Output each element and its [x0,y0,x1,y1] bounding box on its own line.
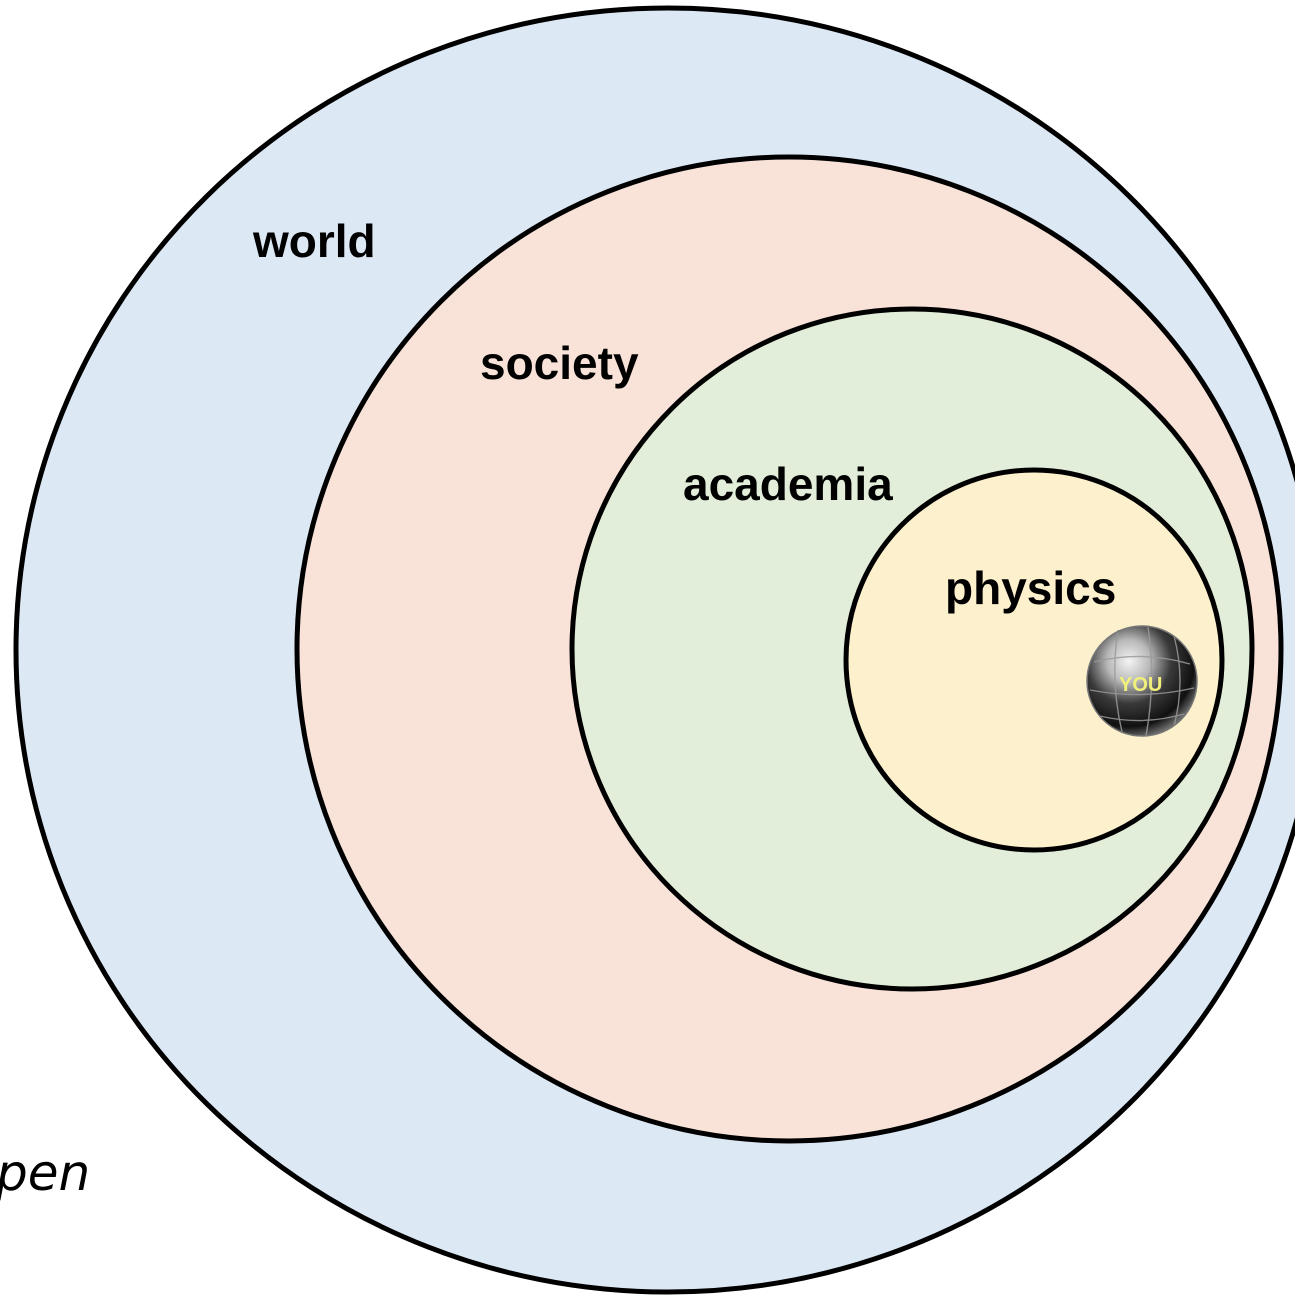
physics-circle [843,467,1225,853]
you-label: YOU [1119,674,1162,696]
puzzle-globe-icon: YOU [1086,625,1198,737]
academia-label: academia [683,458,893,510]
society-label: society [480,337,639,389]
physics-label: physics [945,562,1116,614]
world-label: world [252,215,376,267]
edge-text-fragment: pen [0,1144,90,1202]
